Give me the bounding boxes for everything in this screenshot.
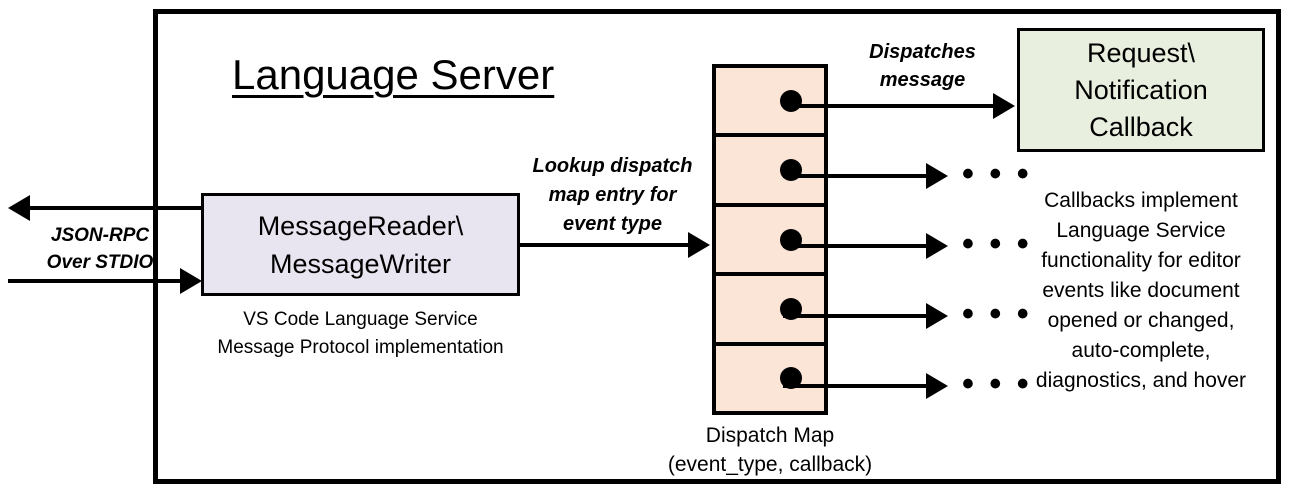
callback-caption-line4: events like document [1042,279,1240,302]
callback-caption-line5: opened or changed, [1047,309,1235,332]
message-box-caption-line2: Message Protocol implementation [217,337,504,358]
dispatch-row3-arrowhead [926,233,948,259]
entry-dot-icon [780,367,802,390]
lookup-label-line3: event type [563,213,662,235]
dispatch-row4-line [783,314,928,318]
dispatch-row1-arrowhead [993,93,1015,119]
diagram-title: Language Server [232,51,555,98]
lookup-label-line2: map entry for [548,184,677,206]
stdio-out-arrowhead [8,195,30,221]
dispatch-map-caption-line2: (event_type, callback) [667,453,873,476]
dispatch-row3-line [783,244,928,248]
dispatch-row5-line [783,384,928,388]
language-server-boundary [153,9,1281,484]
dispatch-map-row[interactable] [716,68,824,138]
dispatch-map-row[interactable] [716,276,824,346]
stdio-in-line [8,279,183,283]
lookup-label-line1: Lookup dispatch [532,155,693,177]
callback-line2: Notification [1074,74,1208,105]
callback-box-caption: Callbacks implement Language Service fun… [1008,186,1274,396]
dispatch-map-caption-line1: Dispatch Map [705,424,835,447]
dispatch-row4-arrowhead [926,303,948,329]
jsonrpc-channel-label: JSON-RPC Over STDIO [30,222,170,276]
dispatch-row2-ellipsis: • • • [962,155,1032,193]
jsonrpc-label-line1: JSON-RPC [50,225,150,246]
dispatch-map[interactable] [712,64,828,415]
stdio-out-line [30,206,210,210]
jsonrpc-label-line2: Over STDIO [46,252,154,273]
message-reader-label: MessageReader\ [257,210,464,241]
callback-caption-line1: Callbacks implement [1044,189,1238,212]
callback-caption-line2: Language Service [1056,219,1226,242]
stdio-in-arrowhead [180,268,202,294]
dispatch-row2-line [783,174,928,178]
dispatch-map-row[interactable] [716,207,824,277]
lookup-dispatch-label: Lookup dispatch map entry for event type [520,152,705,239]
callback-caption-line3: functionality for editor [1041,249,1241,272]
dispatch-map-caption: Dispatch Map (event_type, callback) [640,421,900,479]
callback-line3: Callback [1089,111,1193,142]
message-box-caption-line1: VS Code Language Service [243,309,478,330]
dispatch-row5-arrowhead [926,373,948,399]
dispatch-map-row[interactable] [716,137,824,207]
message-reader-writer-box[interactable]: MessageReader\ MessageWriter [201,193,520,296]
dispatches-message-line1: Dispatches [869,41,976,63]
dispatch-row2-arrowhead [926,163,948,189]
message-box-caption: VS Code Language Service Message Protoco… [201,306,520,362]
lookup-dispatch-arrowhead [688,232,710,258]
dispatch-row1-line [783,104,995,108]
message-writer-label: MessageWriter [269,248,452,279]
dispatches-message-line2: message [879,69,966,91]
callback-line1: Request\ [1086,37,1196,68]
lookup-dispatch-line [518,243,690,247]
dispatch-map-row[interactable] [716,346,824,411]
callback-caption-line6: auto-complete, [1071,339,1211,362]
dispatches-message-label: Dispatches message [835,38,1010,94]
entry-dot-icon [780,89,802,112]
request-notification-callback-box[interactable]: Request\ Notification Callback [1017,28,1265,152]
callback-caption-line7: diagnostics, and hover [1035,369,1247,392]
